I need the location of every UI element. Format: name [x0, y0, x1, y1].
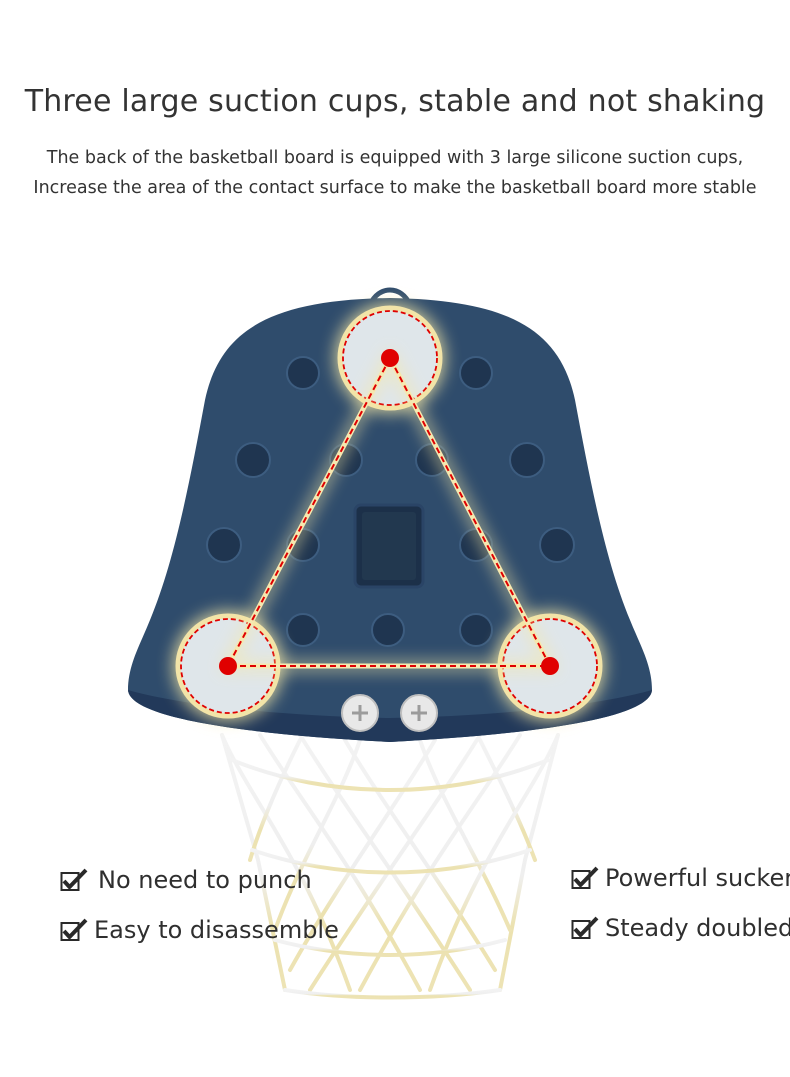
- basketball-net: [220, 733, 560, 1000]
- stability-triangle: [219, 348, 559, 675]
- checkbox-check-icon: [60, 918, 88, 941]
- checkbox-check-icon: [571, 866, 599, 889]
- marker-dot-left: [219, 657, 237, 675]
- subtitle-line-1: The back of the basketball board is equi…: [46, 148, 744, 168]
- marker-dot-right: [541, 657, 559, 675]
- page-title: Three large suction cups, stable and not…: [24, 84, 766, 119]
- feature-easy-to-disassemble: Easy to disassemble: [60, 916, 339, 944]
- feature-label: Powerful sucker: [605, 864, 790, 892]
- feature-label: Easy to disassemble: [94, 916, 339, 944]
- board-holes: [206, 356, 575, 647]
- checkbox-check-icon: [60, 868, 88, 891]
- mounting-screws: [341, 694, 438, 732]
- checkbox-check-icon: [571, 916, 599, 939]
- feature-label: No need to punch: [98, 866, 312, 894]
- subtitle-line-2: Increase the area of the contact surface…: [33, 178, 757, 198]
- feature-powerful-sucker: Powerful sucker: [571, 864, 790, 892]
- marker-dot-top: [381, 349, 399, 367]
- feature-no-need-to-punch: No need to punch: [60, 866, 312, 894]
- feature-steady-doubled: Steady doubled: [571, 914, 790, 942]
- feature-label: Steady doubled: [605, 914, 790, 942]
